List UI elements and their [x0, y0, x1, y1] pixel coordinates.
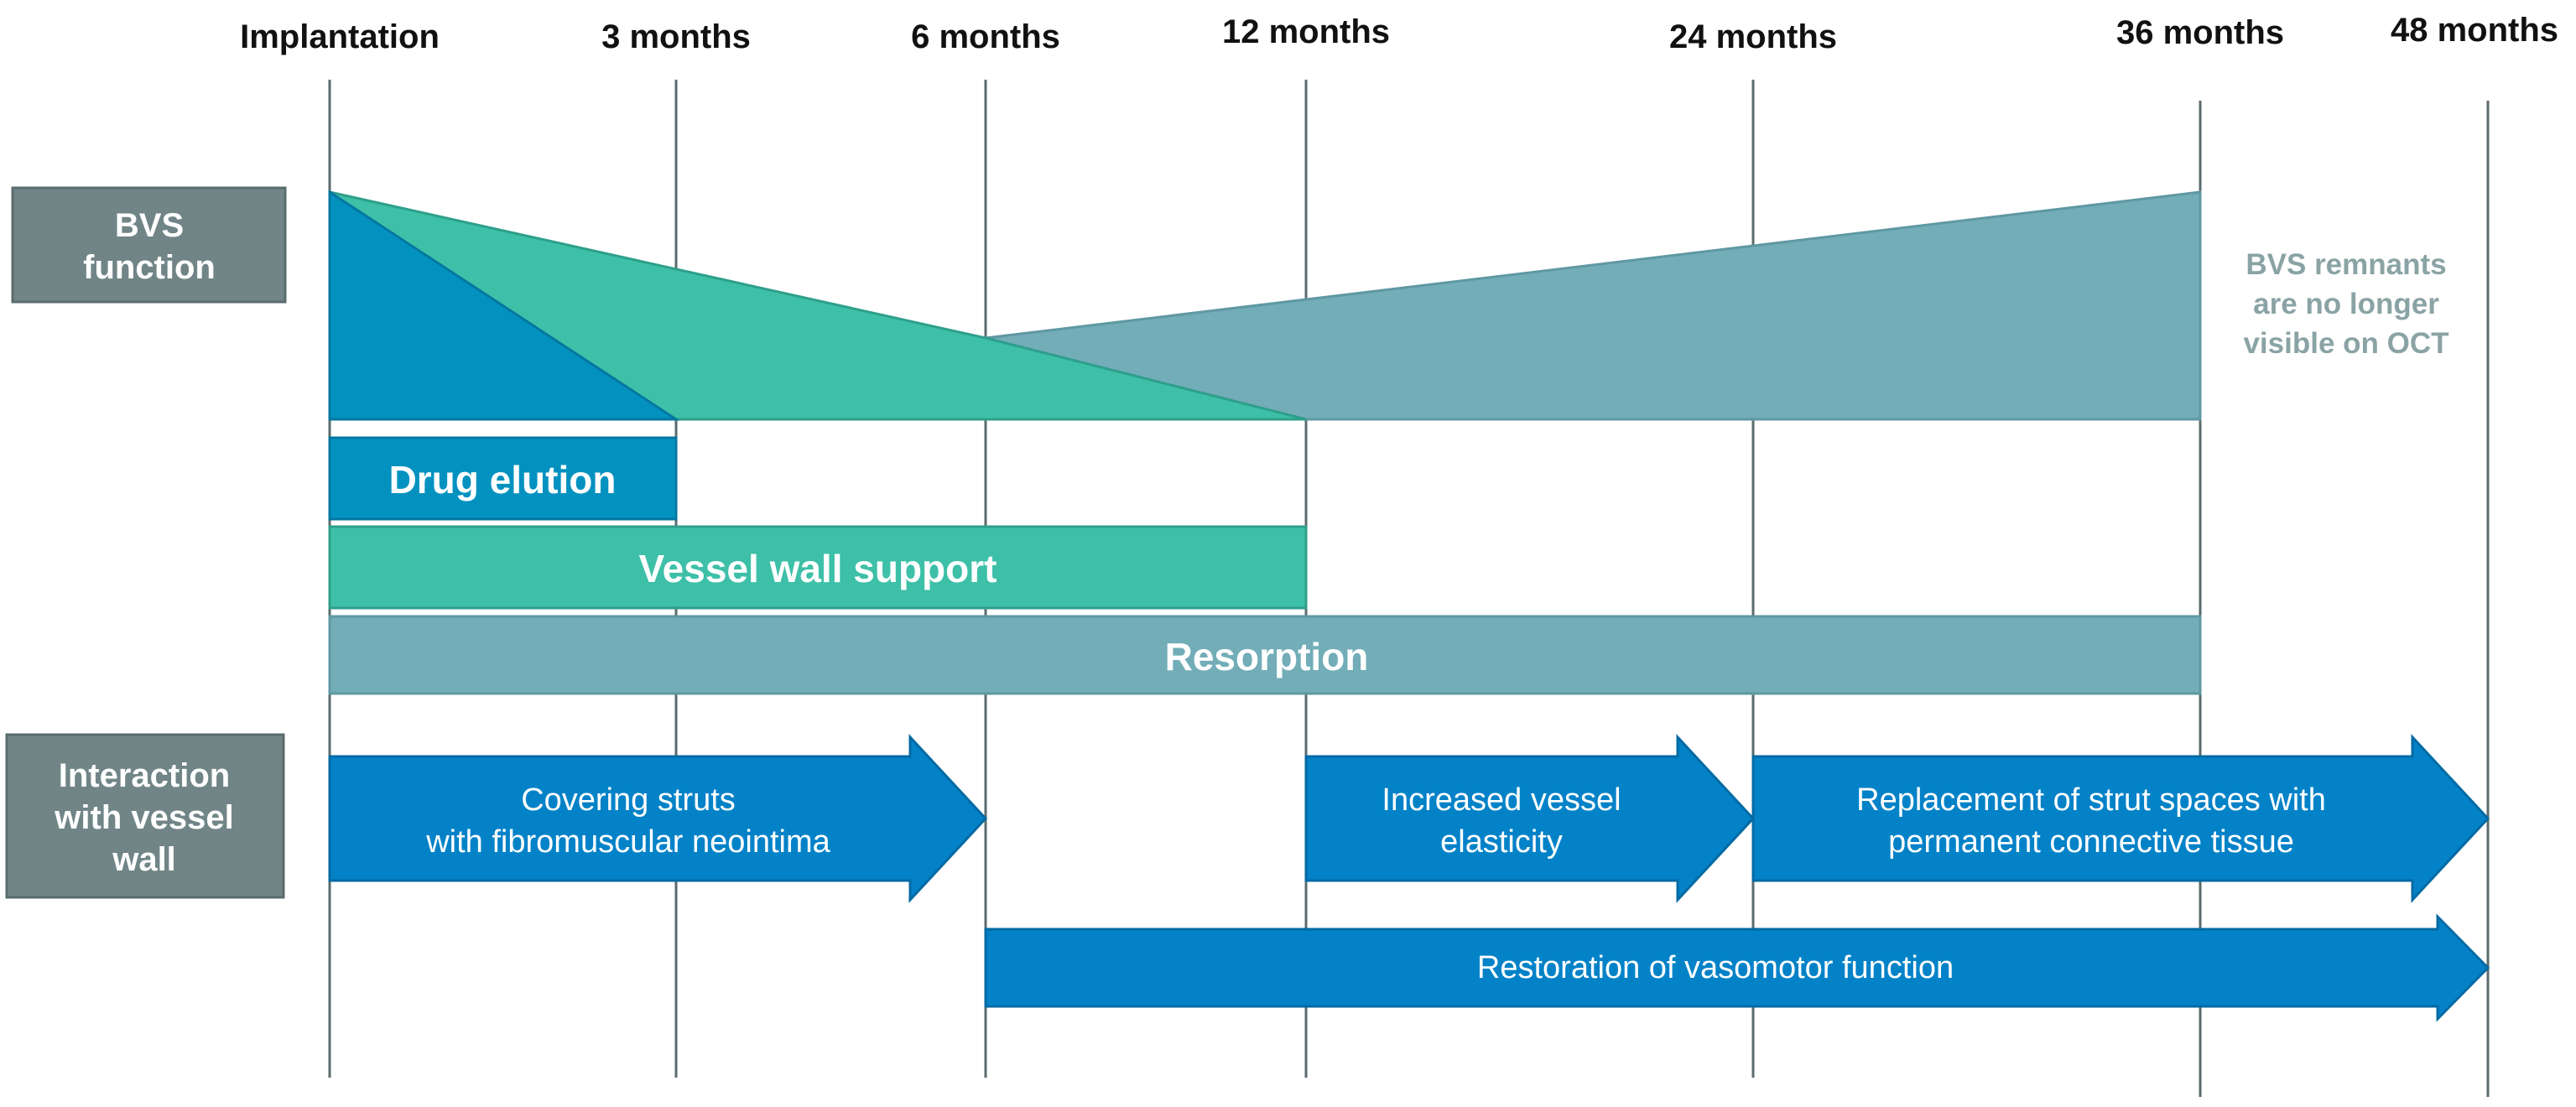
vessel-wall-support-label: Vessel wall support: [639, 547, 997, 590]
row-label-line: with vessel: [54, 799, 233, 836]
row-label-line: wall: [112, 841, 176, 878]
arrow-replacement-strut-spaces: Replacement of strut spaces with permane…: [1751, 734, 2490, 903]
arrow-label-line: Covering struts: [521, 782, 736, 818]
vessel-wall-support-rect: [328, 525, 1308, 610]
timeline-label-12-months: 12 months: [1222, 13, 1390, 50]
bvs-remnants-note: BVS remnants are no longer visible on OC…: [2243, 248, 2449, 360]
drug-elution-label: Drug elution: [389, 458, 617, 502]
row-label-box: [11, 186, 287, 304]
row-label-line: BVS: [115, 207, 184, 244]
arrow-shape: [328, 734, 988, 903]
arrow-label-line: Increased vessel: [1382, 782, 1621, 818]
resorption-rect: [328, 615, 2202, 695]
drug-elution-area: [328, 190, 681, 421]
arrow-label-line: elasticity: [1440, 824, 1563, 860]
resorption-bar: Resorption: [328, 615, 2202, 695]
arrow-shape: [1304, 734, 1756, 903]
arrow-label-line: Restoration of vasomotor function: [1477, 950, 1954, 985]
row-label-box: [5, 733, 285, 899]
vessel-wall-support-bar: Vessel wall support: [328, 525, 1308, 610]
timeline-label-3-months: 3 months: [601, 18, 751, 55]
arrow-increased-elasticity: Increased vessel elasticity: [1304, 734, 1756, 903]
bvs-function-chart: [328, 190, 2202, 421]
arrow-covering-struts: Covering struts with fibromuscular neoin…: [328, 734, 988, 903]
timeline-header: Implantation 3 months 6 months 12 months…: [240, 12, 2558, 55]
timeline-label-24-months: 24 months: [1669, 18, 1837, 55]
resorption-label: Resorption: [1165, 635, 1369, 678]
timeline-label-48-months: 48 months: [2391, 12, 2558, 49]
row-label-bvs-function: BVS function: [11, 186, 287, 304]
arrow-label-line: permanent connective tissue: [1888, 824, 2294, 860]
arrow-label-line: Replacement of strut spaces with: [1856, 782, 2326, 818]
timeline-label-implantation: Implantation: [240, 18, 440, 55]
row-label-interaction: Interaction with vessel wall: [5, 733, 285, 899]
arrow-shape: [984, 913, 2490, 1022]
drug-elution-rect: [328, 436, 678, 521]
note-line: visible on OCT: [2243, 327, 2449, 360]
note-line: BVS remnants: [2246, 248, 2446, 281]
arrow-vasomotor-restoration: Restoration of vasomotor function: [984, 913, 2490, 1022]
drug-elution-bar: Drug elution: [328, 436, 678, 521]
arrow-shape: [1751, 734, 2490, 903]
row-label-line: function: [83, 249, 216, 286]
arrow-label-line: with fibromuscular neointima: [425, 824, 830, 860]
timeline-label-36-months: 36 months: [2116, 14, 2284, 51]
row-label-line: Interaction: [59, 757, 230, 794]
timeline-label-6-months: 6 months: [911, 18, 1060, 55]
note-line: are no longer: [2253, 288, 2439, 320]
